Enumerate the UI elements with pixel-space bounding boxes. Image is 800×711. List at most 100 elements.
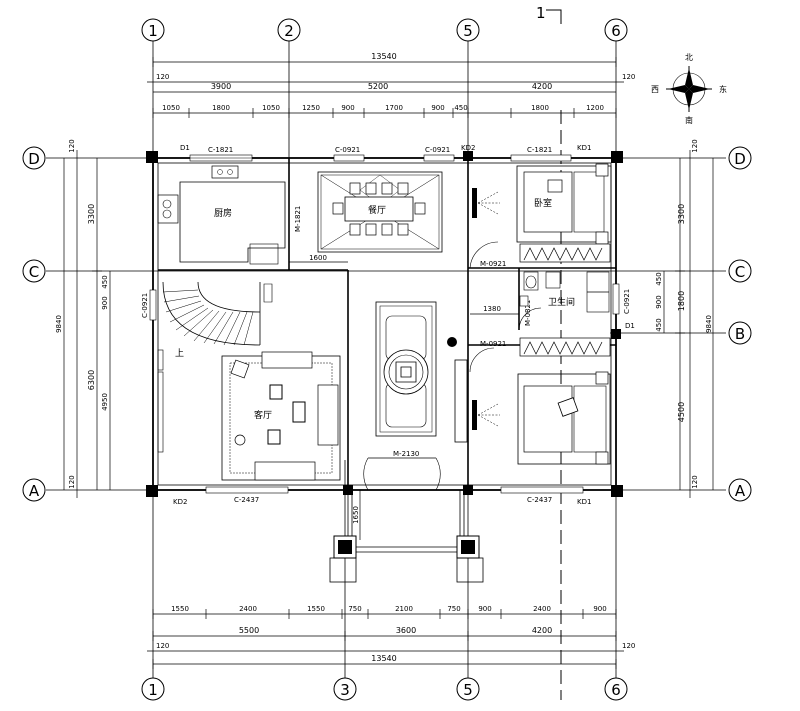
wardrobe-icon: [519, 243, 611, 263]
axis-right-D: D: [728, 146, 752, 170]
opening-tag: KD2: [173, 498, 187, 506]
door-label: M-0821: [524, 300, 532, 326]
svg-text:1200: 1200: [586, 104, 604, 112]
svg-text:450: 450: [101, 275, 109, 288]
svg-text:6300: 6300: [87, 370, 96, 390]
svg-text:1700: 1700: [385, 104, 403, 112]
table-icon: [269, 384, 283, 400]
window-label: C-2437: [234, 496, 259, 504]
svg-text:900: 900: [478, 605, 491, 613]
svg-text:450: 450: [655, 272, 663, 285]
opening-labels: C-1821 C-0921 C-0921 C-1821 C-2437 C-243…: [141, 144, 635, 506]
axis-left-A: A: [22, 478, 46, 502]
sofa-icon: [254, 461, 316, 481]
compass-north: 北: [685, 53, 693, 62]
svg-text:3900: 3900: [211, 82, 231, 91]
svg-text:750: 750: [348, 605, 361, 613]
window-label: C-0921: [425, 146, 450, 154]
svg-text:5500: 5500: [239, 626, 259, 635]
plant-icon: [447, 337, 457, 347]
opening-tag: D1: [625, 322, 635, 330]
svg-text:4200: 4200: [532, 626, 552, 635]
svg-text:9840: 9840: [705, 315, 713, 333]
openings: [149, 154, 620, 494]
plant-icon: [234, 434, 246, 446]
svg-text:2400: 2400: [239, 605, 257, 613]
svg-text:C: C: [29, 263, 39, 281]
chair-icon: [332, 182, 426, 236]
door-label: M-1821: [294, 206, 302, 232]
compass-west: 西: [651, 85, 659, 94]
svg-text:5: 5: [463, 22, 473, 40]
svg-text:2: 2: [284, 22, 294, 40]
porch: 1650: [329, 490, 484, 583]
svg-text:3: 3: [340, 681, 350, 699]
room-label: 卧室: [534, 197, 552, 209]
svg-text:4200: 4200: [532, 82, 552, 91]
axis-left-C: C: [22, 259, 46, 283]
svg-text:3300: 3300: [87, 204, 96, 224]
compass-east: 东: [719, 84, 727, 94]
svg-text:1: 1: [148, 22, 158, 40]
opening-tag: KD1: [577, 498, 591, 506]
svg-text:5: 5: [463, 681, 473, 699]
svg-text:120: 120: [156, 73, 169, 81]
svg-text:1800: 1800: [531, 104, 549, 112]
svg-text:3300: 3300: [677, 204, 686, 224]
compass-icon: 北 南 东 西: [651, 53, 727, 125]
sofa-icon: [261, 351, 313, 369]
svg-text:1800: 1800: [677, 291, 686, 311]
svg-text:1800: 1800: [212, 104, 230, 112]
dims-top: 13540 120 120 3900 5200 4200 1050 1800 1…: [147, 52, 635, 118]
svg-text:1250: 1250: [302, 104, 320, 112]
svg-text:120: 120: [691, 139, 699, 152]
svg-text:13540: 13540: [371, 52, 396, 61]
svg-text:4500: 4500: [677, 402, 686, 422]
svg-text:450: 450: [655, 318, 663, 331]
svg-text:120: 120: [156, 642, 169, 650]
axis-left-D: D: [22, 146, 46, 170]
door-label: M-2130: [393, 450, 419, 458]
toilet-icon: [523, 271, 539, 291]
door-label: M-0921: [480, 340, 506, 348]
bed-icon: [523, 171, 573, 233]
bedroom-1: 卧室: [469, 163, 612, 269]
kitchen: 厨房: [157, 165, 286, 265]
axis-top-1: 1: [141, 18, 165, 42]
svg-text:9840: 9840: [55, 315, 63, 333]
wardrobe-icon: [519, 337, 611, 357]
dims-bottom: 1550 2400 1550 750 2100 750 900 2400 900…: [147, 605, 635, 669]
room-label: 卫生间: [548, 296, 575, 308]
axis-top-2: 2: [277, 18, 301, 42]
svg-text:1050: 1050: [262, 104, 280, 112]
svg-text:1550: 1550: [307, 605, 325, 613]
axis-right-B: B: [728, 321, 752, 345]
room-label: 餐厅: [368, 204, 386, 216]
svg-text:D: D: [734, 150, 746, 168]
svg-text:120: 120: [622, 642, 635, 650]
axis-right-A: A: [728, 478, 752, 502]
sofa-icon: [317, 384, 339, 446]
svg-text:B: B: [735, 325, 745, 343]
svg-text:1600: 1600: [309, 254, 327, 262]
axis-bottom-5: 5: [456, 677, 480, 701]
bed-icon: [523, 385, 573, 453]
svg-text:2400: 2400: [533, 605, 551, 613]
compass-south: 南: [685, 115, 693, 125]
axis-top-5: 5: [456, 18, 480, 42]
svg-text:900: 900: [593, 605, 606, 613]
window-label: C-1821: [527, 146, 552, 154]
corridor-dim: 1600: [289, 254, 348, 263]
axis-top-6: 6: [604, 18, 628, 42]
window-label: C-0921: [335, 146, 360, 154]
sink-icon: [545, 271, 561, 289]
bedroom-2: [454, 337, 611, 465]
axis-bottom-6: 6: [604, 677, 628, 701]
svg-text:120: 120: [68, 475, 76, 488]
svg-text:120: 120: [622, 73, 635, 81]
svg-text:3600: 3600: [396, 626, 416, 635]
window-label: C-2437: [527, 496, 552, 504]
window-label: C-1821: [208, 146, 233, 154]
fridge-icon: [249, 243, 279, 265]
